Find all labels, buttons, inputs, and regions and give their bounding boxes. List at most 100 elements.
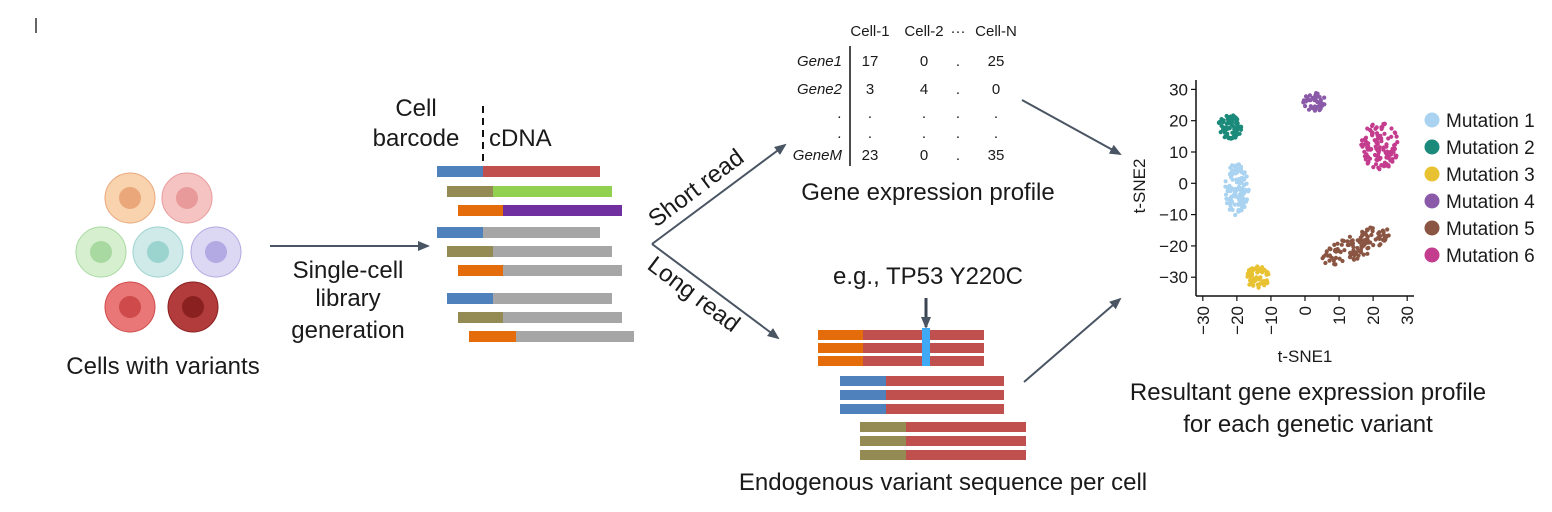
scatter-point: [1370, 229, 1375, 234]
scatter-point: [1389, 126, 1394, 131]
scatter-point: [1382, 131, 1387, 136]
scatter-point: [1224, 196, 1229, 201]
scatter-point: [1308, 104, 1313, 109]
matrix-cell: .: [956, 81, 960, 98]
scatter-point: [1303, 104, 1308, 109]
matrix-caption: Gene expression profile: [801, 179, 1054, 206]
scatter-point: [1224, 113, 1229, 119]
scatter-point: [1386, 164, 1391, 169]
read-cdna-7: [493, 293, 612, 304]
scatter-point: [1371, 243, 1376, 248]
cell-nucleus-3: [90, 241, 112, 263]
scatter-point: [1225, 187, 1231, 192]
matrix-row-label: Gene1: [797, 53, 842, 70]
legend-label: Mutation 4: [1446, 192, 1535, 213]
scatter-point: [1374, 131, 1380, 136]
scatter-point: [1219, 117, 1224, 122]
scatter-point: [1265, 280, 1270, 286]
scatter-point: [1243, 187, 1248, 192]
scatter-point: [1378, 133, 1383, 138]
matrix-cell: 25: [988, 53, 1005, 70]
tsne-y-label: t-SNE2: [1130, 159, 1149, 214]
scatter-point: [1390, 157, 1395, 162]
scatter-point: [1333, 255, 1338, 260]
scatter-point: [1381, 147, 1386, 152]
matrix-cell: .: [994, 125, 998, 142]
scatter-point: [1229, 200, 1234, 205]
matrix-cell: .: [994, 105, 998, 122]
scatter-point: [1374, 140, 1379, 145]
scatter-point: [1357, 240, 1362, 245]
variant-read-barcode-8: [860, 436, 906, 446]
scatter-point: [1301, 98, 1306, 103]
scatter-point: [1225, 134, 1230, 139]
scatter-point: [1360, 144, 1365, 149]
matrix-cell: 4: [920, 81, 928, 98]
scatter-point: [1249, 269, 1254, 274]
scatter-point: [1360, 229, 1365, 234]
read-cdna-1: [483, 166, 600, 177]
scatter-point: [1356, 253, 1361, 258]
matrix-column-header: ···: [951, 23, 966, 40]
scatter-point: [1368, 240, 1373, 245]
long-read-arrow: [651, 243, 780, 340]
scatter-point: [1223, 192, 1229, 197]
legend-label: Mutation 3: [1446, 165, 1535, 186]
scatter-point: [1335, 241, 1340, 246]
scatter-point: [1353, 251, 1358, 256]
scatter-point: [1378, 242, 1383, 247]
scatter-point: [1264, 269, 1269, 274]
scatter-point: [1305, 96, 1310, 101]
read-barcode-5: [447, 246, 493, 257]
tsne-x-label: t-SNE1: [1278, 347, 1333, 366]
scatter-point: [1374, 153, 1379, 158]
scatter-point: [1229, 118, 1234, 123]
scatter-point: [1347, 255, 1353, 260]
scatter-point: [1245, 272, 1250, 277]
scatter-point: [1327, 253, 1332, 258]
read-cdna-2: [493, 186, 612, 197]
scatter-point: [1320, 101, 1325, 106]
scatter-point: [1228, 165, 1233, 170]
scatter-point: [1228, 172, 1234, 177]
variant-read-barcode-3: [818, 356, 863, 366]
scatter-point: [1234, 129, 1239, 134]
scatter-point: [1238, 164, 1243, 169]
tsne-caption-line2: for each genetic variant: [1183, 411, 1433, 438]
scatter-point: [1261, 279, 1267, 284]
cell-nucleus-5: [205, 241, 227, 263]
legend-swatch: [1424, 166, 1440, 182]
scatter-point: [1221, 127, 1226, 132]
cells-with-variants-group: [75, 172, 242, 333]
matrix-cell: 0: [992, 81, 1000, 98]
scatter-point: [1355, 245, 1360, 251]
read-cdna-6: [503, 265, 622, 276]
variant-read-barcode-2: [818, 343, 863, 353]
scatter-point: [1318, 106, 1323, 111]
variant-read-cdna-7: [906, 422, 1026, 432]
scatter-point: [1223, 179, 1228, 184]
read-cdna-5: [493, 246, 612, 257]
scatter-point: [1328, 247, 1333, 252]
x-tick-label: 0: [1296, 306, 1315, 315]
legend-label: Mutation 6: [1446, 246, 1535, 267]
scatter-point: [1229, 186, 1234, 191]
y-tick-label: −20: [1159, 237, 1188, 256]
scatter-point: [1332, 262, 1337, 267]
scatter-point: [1377, 167, 1382, 172]
scatter-point: [1322, 95, 1327, 100]
matrix-cell: 35: [988, 147, 1005, 164]
matrix-cell: .: [868, 125, 872, 142]
scatter-point: [1259, 267, 1264, 272]
scatter-point: [1382, 122, 1387, 127]
x-tick-label: −30: [1194, 306, 1213, 335]
matrix-column-header: Cell-1: [850, 23, 889, 40]
scatter-point: [1332, 242, 1337, 247]
read-cdna-8: [503, 312, 622, 323]
scatter-point: [1392, 142, 1398, 147]
x-tick-label: 30: [1398, 306, 1417, 325]
scatter-point: [1230, 136, 1235, 141]
